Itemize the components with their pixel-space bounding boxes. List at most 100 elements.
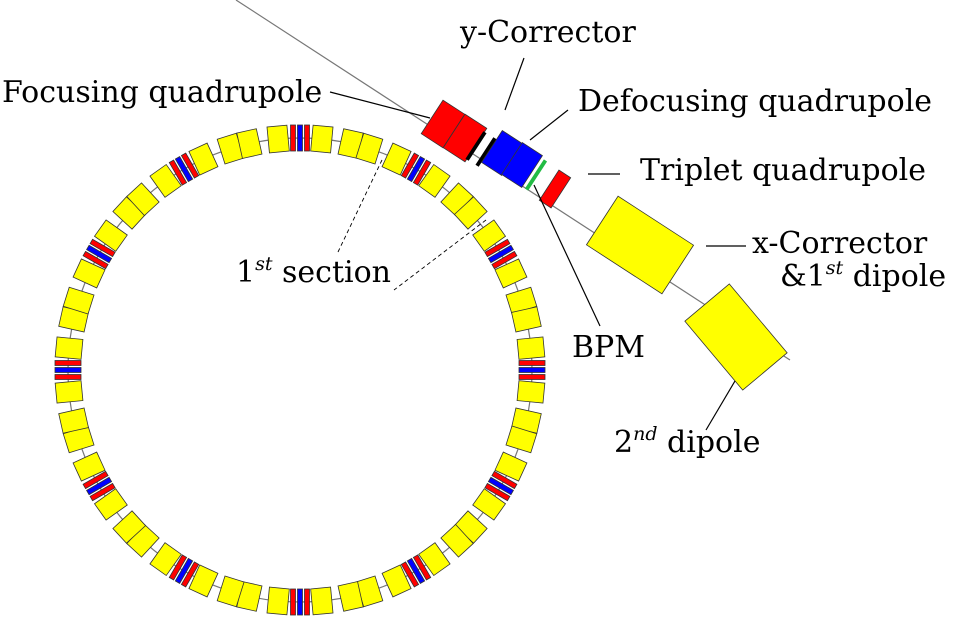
ring-quadrupole xyxy=(168,554,188,581)
ring-dipole xyxy=(112,510,147,544)
ring-dipole xyxy=(62,286,95,315)
ring-quadrupole xyxy=(304,124,310,152)
bpm-leader xyxy=(533,184,601,327)
ring-quadrupole xyxy=(54,367,82,373)
second-dipole-magnet xyxy=(684,283,788,391)
ring-dipole xyxy=(126,182,160,217)
first-section-leader-left xyxy=(337,159,383,253)
ring-dipole xyxy=(54,380,84,404)
ring-quadrupole xyxy=(297,588,303,616)
ring-quadrupole xyxy=(180,152,200,179)
ring-quadrupole xyxy=(487,244,514,264)
ring-dipole xyxy=(472,488,507,521)
first-section-leader-right xyxy=(393,219,487,291)
triplet-quadrupole-magnet xyxy=(538,169,572,209)
triplet-quadrupole-label: Triplet quadrupole xyxy=(640,153,926,188)
ring-quadrupole xyxy=(180,561,200,588)
first-dipole-label: &1st dipole xyxy=(780,257,947,294)
y-corrector-bar xyxy=(465,131,487,161)
ring-quadrupole xyxy=(304,588,310,616)
ring-quadrupole xyxy=(484,482,511,502)
second-dipole-leader xyxy=(705,380,736,431)
ring-quadrupole xyxy=(518,360,546,366)
ring-dipole xyxy=(453,196,488,230)
ring-quadrupole xyxy=(400,561,420,588)
ring-dipole xyxy=(472,219,507,252)
ring-dipole xyxy=(355,132,384,165)
ring-dipole xyxy=(516,380,546,404)
y-corrector-bar xyxy=(475,137,497,167)
ring-quadrupole xyxy=(82,470,109,490)
ring-group xyxy=(54,124,546,616)
bpm-strip xyxy=(524,159,548,191)
ring-quadrupole xyxy=(86,476,113,496)
ring-dipole xyxy=(236,128,263,159)
ring-dipole xyxy=(494,451,528,482)
ring-dipole xyxy=(149,542,182,577)
ring-quadrupole xyxy=(412,159,432,186)
first-section-label: 1st section xyxy=(236,253,392,290)
ring-quadrupole xyxy=(89,482,116,502)
ring-dipole xyxy=(440,523,474,558)
ring-dipole xyxy=(266,586,290,616)
ring-dipole xyxy=(54,336,84,360)
ring-dipole xyxy=(93,219,128,252)
ring-quadrupole xyxy=(168,159,188,186)
ring-quadrupole xyxy=(518,367,546,373)
ring-quadrupole xyxy=(82,250,109,270)
ring-quadrupole xyxy=(491,470,518,490)
ring-dipole xyxy=(72,258,106,289)
ring-quadrupole xyxy=(406,557,426,584)
ring-quadrupole xyxy=(400,152,420,179)
bpm-label: BPM xyxy=(572,330,645,365)
ring-dipole xyxy=(188,142,219,176)
ring-quadrupole xyxy=(518,374,546,380)
ring-quadrupole xyxy=(290,124,296,152)
ring-dipole xyxy=(188,564,219,598)
ring-quadrupole xyxy=(54,360,82,366)
y-corrector-label: y-Corrector xyxy=(460,15,636,50)
ring-dipole xyxy=(93,488,128,521)
ring-quadrupole xyxy=(412,554,432,581)
defocusing-quadrupole-leader xyxy=(529,109,569,141)
ring-quadrupole xyxy=(290,588,296,616)
ring-dipole xyxy=(310,586,334,616)
second-dipole-label: 2nd dipole xyxy=(614,423,761,460)
beamline-group xyxy=(235,0,791,391)
ring-dipole xyxy=(511,306,542,333)
ring-dipole xyxy=(266,124,290,154)
x-corrector-label: x-Corrector xyxy=(752,226,928,261)
ring-quadrupole xyxy=(406,156,426,183)
defocusing-quadrupole-magnet xyxy=(501,141,543,189)
ring-quadrupole xyxy=(491,250,518,270)
ring-dipole xyxy=(516,336,546,360)
focusing-quadrupole-leader xyxy=(329,91,431,119)
ring-dipole xyxy=(58,407,89,434)
ring-quadrupole xyxy=(297,124,303,152)
ring-quadrupole xyxy=(174,557,194,584)
ring-quadrupole xyxy=(89,238,116,258)
y-corrector-leader xyxy=(504,57,525,111)
ring-dipole xyxy=(418,163,451,198)
ring-dipole xyxy=(337,581,364,612)
ring-quadrupole xyxy=(487,476,514,496)
leader-lines xyxy=(329,57,746,431)
ring-dipole xyxy=(381,142,412,176)
ring-quadrupole xyxy=(484,238,511,258)
ring-dipole xyxy=(494,258,528,289)
ring-dipole xyxy=(216,575,245,608)
ring-dipole xyxy=(381,564,412,598)
ring-dipole xyxy=(505,425,538,454)
first-dipole-magnet xyxy=(585,195,695,295)
ring-quadrupole xyxy=(54,374,82,380)
ring-dipole xyxy=(418,542,451,577)
focusing-quadrupole-label: Focusing quadrupole xyxy=(2,75,323,110)
defocusing-quadrupole-label: Defocusing quadrupole xyxy=(578,84,933,119)
ring-quadrupole xyxy=(86,244,113,264)
ring-quadrupole xyxy=(174,156,194,183)
ring-dipole xyxy=(310,124,334,154)
ring-dipole xyxy=(149,163,182,198)
ring-dipole xyxy=(72,451,106,482)
